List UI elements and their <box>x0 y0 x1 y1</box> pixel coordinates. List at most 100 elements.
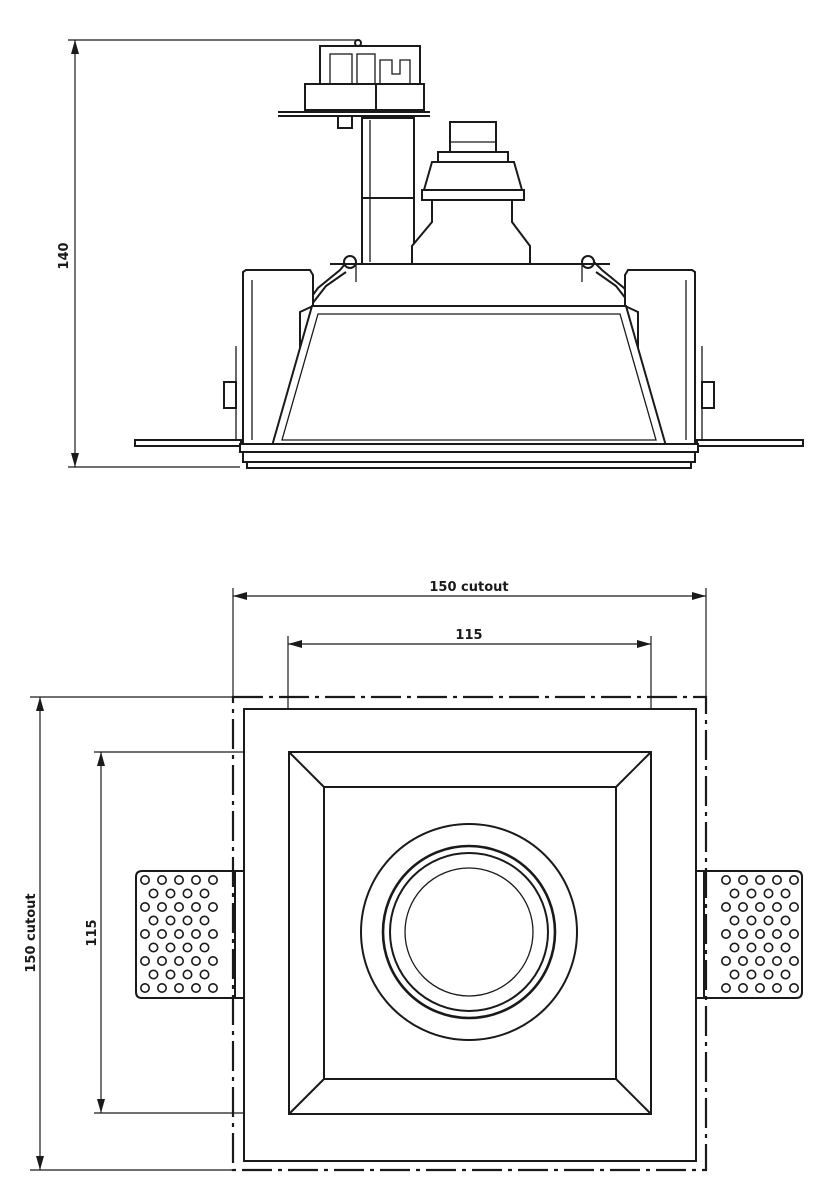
wing-hole <box>746 915 757 926</box>
wing-hole <box>148 969 159 980</box>
wing-hole <box>746 942 757 953</box>
wing-hole <box>208 901 219 912</box>
wing-hole <box>199 942 210 953</box>
wing-hole <box>737 874 748 885</box>
side-view: 140 <box>57 39 804 469</box>
wing-hole <box>191 901 202 912</box>
cutout-width-label: 150 cutout <box>429 580 508 595</box>
wing-hole <box>729 915 740 926</box>
wing-hole <box>191 928 202 939</box>
wing-hole <box>720 874 731 885</box>
wing-hole <box>788 901 799 912</box>
wing-hole <box>720 901 731 912</box>
wing-hole <box>780 915 791 926</box>
wing-hole <box>737 955 748 966</box>
wing-hole <box>208 982 219 993</box>
wing-hole <box>182 969 193 980</box>
wing-hole <box>157 901 168 912</box>
wing-hole <box>754 928 765 939</box>
wing-hole <box>780 888 791 899</box>
wing-hole <box>182 915 193 926</box>
wing-hole <box>148 888 159 899</box>
wing-hole <box>208 928 219 939</box>
wing-hole <box>174 982 185 993</box>
wing-hole <box>140 928 151 939</box>
cutout-height-label: 150 cutout <box>24 893 39 972</box>
inner-height-label: 115 <box>85 919 100 946</box>
wing-hole <box>208 874 219 885</box>
wing-hole <box>148 942 159 953</box>
top-view: 150 cutout 115 150 cutout 115 <box>24 580 803 1172</box>
wing-hole <box>140 982 151 993</box>
mounting-wing-right <box>696 870 803 999</box>
wing-hole <box>788 874 799 885</box>
wing-hole <box>174 928 185 939</box>
wing-hole <box>148 915 159 926</box>
wing-hole <box>174 874 185 885</box>
wing-hole <box>199 915 210 926</box>
wing-hole <box>174 901 185 912</box>
lamp-holder <box>411 121 531 265</box>
wing-hole <box>763 915 774 926</box>
fitting-body <box>223 263 715 469</box>
wing-hole <box>165 942 176 953</box>
wing-hole <box>737 928 748 939</box>
wing-hole <box>771 874 782 885</box>
wing-hole <box>720 982 731 993</box>
wing-hole <box>754 955 765 966</box>
wing-hole <box>763 942 774 953</box>
wing-hole <box>771 982 782 993</box>
wing-hole <box>763 888 774 899</box>
wing-hole <box>140 874 151 885</box>
height-label: 140 <box>57 242 72 269</box>
wing-hole <box>165 915 176 926</box>
wing-hole <box>720 955 731 966</box>
mounting-wing-left <box>135 870 243 999</box>
wing-hole <box>729 969 740 980</box>
wing-hole <box>754 982 765 993</box>
inner-width-label: 115 <box>455 628 482 643</box>
height-dimension: 140 <box>57 39 360 468</box>
wing-hole <box>771 928 782 939</box>
wing-hole <box>788 982 799 993</box>
wing-hole <box>140 901 151 912</box>
wing-hole <box>771 901 782 912</box>
cutout-width-dimension: 150 cutout <box>232 580 707 700</box>
wing-hole <box>182 942 193 953</box>
wing-hole <box>165 888 176 899</box>
wing-hole <box>191 955 202 966</box>
wing-hole <box>157 874 168 885</box>
cutout-height-dimension: 150 cutout <box>24 696 232 1171</box>
wing-hole <box>788 928 799 939</box>
wing-hole <box>199 969 210 980</box>
wing-hole <box>165 969 176 980</box>
wing-hole <box>763 969 774 980</box>
wing-hole <box>780 942 791 953</box>
wing-hole <box>729 942 740 953</box>
wing-hole <box>199 888 210 899</box>
wing-hole <box>746 888 757 899</box>
wing-hole <box>140 955 151 966</box>
square-trim <box>288 751 652 1115</box>
terminal-block <box>278 39 430 129</box>
wing-hole <box>182 888 193 899</box>
wing-hole <box>191 982 202 993</box>
wing-hole <box>729 888 740 899</box>
bracket-post <box>361 117 415 265</box>
wing-hole <box>191 874 202 885</box>
wing-hole <box>754 901 765 912</box>
wing-hole <box>157 955 168 966</box>
wing-hole <box>737 982 748 993</box>
wing-hole <box>771 955 782 966</box>
wing-hole <box>746 969 757 980</box>
cutout-outline <box>231 695 708 1172</box>
wing-hole <box>720 928 731 939</box>
wing-hole <box>157 982 168 993</box>
wing-hole <box>174 955 185 966</box>
wing-hole <box>208 955 219 966</box>
wing-hole <box>754 874 765 885</box>
wing-hole <box>737 901 748 912</box>
wing-hole <box>157 928 168 939</box>
wing-hole <box>788 955 799 966</box>
